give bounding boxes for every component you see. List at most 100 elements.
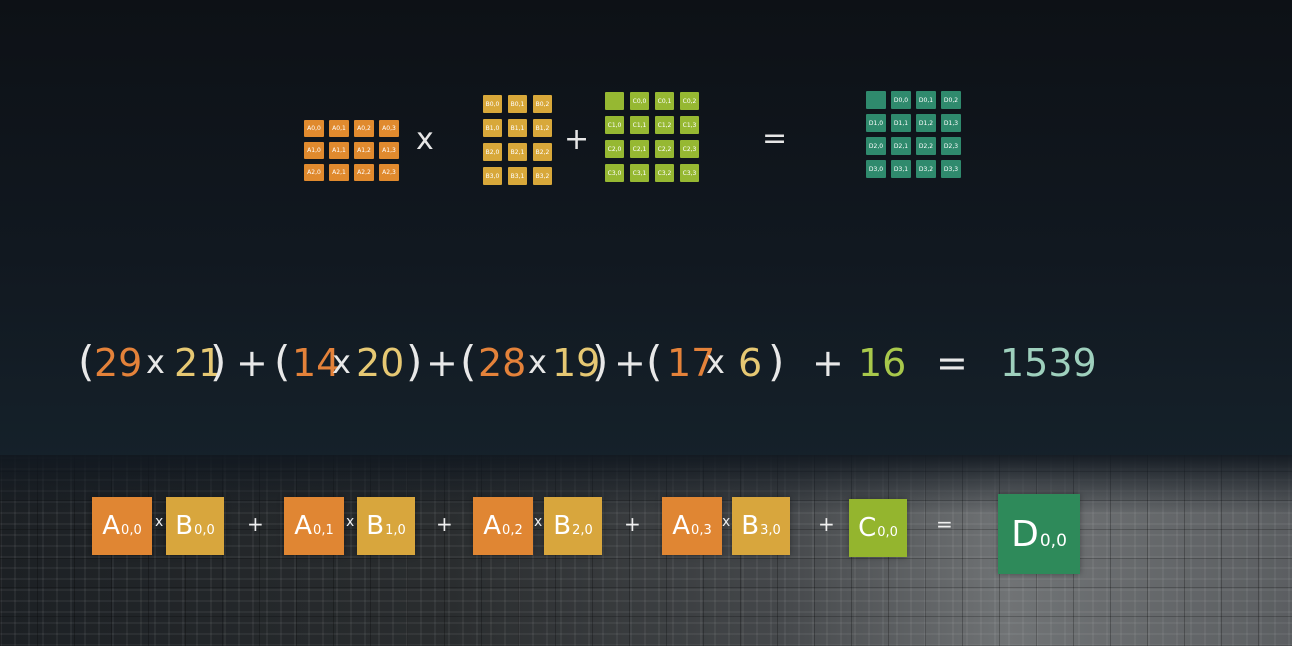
eq-b2: 19 [552, 341, 601, 385]
times-operator: x [346, 514, 355, 530]
eq-a0: 29 [94, 341, 143, 385]
matrix-cell: D2,0 [866, 137, 886, 155]
matrix-cell: C2,1 [630, 140, 649, 158]
block-subscript: 0,0 [1039, 531, 1067, 551]
block-subscript: 0,1 [313, 523, 334, 538]
matrix-cell: B0,1 [508, 95, 527, 113]
block-letter: B [741, 511, 760, 541]
close-paren: ) [768, 337, 785, 386]
plus-operator: + [247, 512, 264, 536]
block-letter: B [175, 511, 194, 541]
block-letter: A [102, 511, 121, 541]
block-letter: B [553, 511, 572, 541]
open-paren: ( [274, 337, 291, 386]
matrix-cell: B3,2 [533, 167, 552, 185]
matrix-cell: C1,0 [605, 116, 624, 134]
matrix-cell: A1,0 [304, 142, 324, 159]
matrix-cell: D1,2 [916, 114, 936, 132]
times-operator: x [416, 122, 434, 157]
matrix-cell: C2,2 [655, 140, 674, 158]
eq-times: x [332, 343, 351, 381]
matrix-cell: B1,0 [483, 119, 502, 137]
matrix-cell: C3,2 [655, 164, 674, 182]
matrix-cell: A0,2 [354, 120, 374, 137]
equals-operator: = [762, 121, 788, 156]
matrix-cell: D2,2 [916, 137, 936, 155]
matrix-cell: B3,0 [483, 167, 502, 185]
matrix-cell: C2,0 [605, 140, 624, 158]
matrix-cell: A1,1 [329, 142, 349, 159]
matrix-cell: B2,0 [483, 143, 502, 161]
plus-operator: + [624, 512, 641, 536]
matrix-cell: C2,3 [680, 140, 699, 158]
eq-times: x [528, 343, 547, 381]
block-subscript: 0,0 [194, 523, 215, 538]
matrix-cell: C1,1 [630, 116, 649, 134]
matrix-cell: C3,0 [605, 164, 624, 182]
matrix-cell: A0,1 [329, 120, 349, 137]
block-subscript: 3,0 [760, 523, 781, 538]
eq-plus: + [236, 341, 268, 385]
matrix-cell: A1,3 [379, 142, 399, 159]
block-subscript: 0,0 [877, 525, 898, 540]
block-subscript: 1,0 [385, 523, 406, 538]
matrix-cell: D1,1 [891, 114, 911, 132]
eq-plus: + [812, 341, 844, 385]
times-operator: x [155, 514, 164, 530]
matrix-cell: C0,2 [680, 92, 699, 110]
matrix-cell: D1,0 [866, 114, 886, 132]
eq-c: 16 [858, 341, 907, 385]
plus-operator: + [818, 512, 835, 536]
matrix-cell: D3,3 [941, 160, 961, 178]
matrix-cell-empty [605, 92, 624, 110]
matrix-cell: B1,2 [533, 119, 552, 137]
times-operator: x [722, 514, 731, 530]
block-subscript: 0,0 [121, 523, 142, 538]
eq-equals: = [936, 341, 968, 385]
matrix-cell: D2,3 [941, 137, 961, 155]
eq-b0: 21 [174, 341, 223, 385]
matrix-cell: C1,2 [655, 116, 674, 134]
matrix-cell: D3,0 [866, 160, 886, 178]
plus-operator: + [436, 512, 453, 536]
block-letter: C [858, 513, 877, 543]
matrix-cell: C0,0 [630, 92, 649, 110]
matrix-cell-empty [866, 91, 886, 109]
open-paren: ( [460, 337, 477, 386]
times-operator: x [534, 514, 543, 530]
matrix-cell: D3,1 [891, 160, 911, 178]
eq-b1: 20 [356, 341, 405, 385]
matrix-cell: D0,1 [916, 91, 936, 109]
eq-a2: 28 [478, 341, 527, 385]
eq-b3: 6 [738, 341, 763, 385]
eq-a1: 14 [292, 341, 341, 385]
matrix-cell: A1,2 [354, 142, 374, 159]
equals-operator: = [936, 512, 953, 536]
block-subscript: 2,0 [572, 523, 593, 538]
open-paren: ( [78, 337, 95, 386]
block-letter: B [366, 511, 385, 541]
block-subscript: 0,2 [502, 523, 523, 538]
matrix-cell: A0,3 [379, 120, 399, 137]
eq-a3: 17 [667, 341, 716, 385]
matrix-cell: C0,1 [655, 92, 674, 110]
open-paren: ( [646, 337, 663, 386]
matrix-cell: A2,1 [329, 164, 349, 181]
matrix-cell: A2,0 [304, 164, 324, 181]
matrix-cell: D3,2 [916, 160, 936, 178]
matrix-cell: D2,1 [891, 137, 911, 155]
matrix-cell: B1,1 [508, 119, 527, 137]
